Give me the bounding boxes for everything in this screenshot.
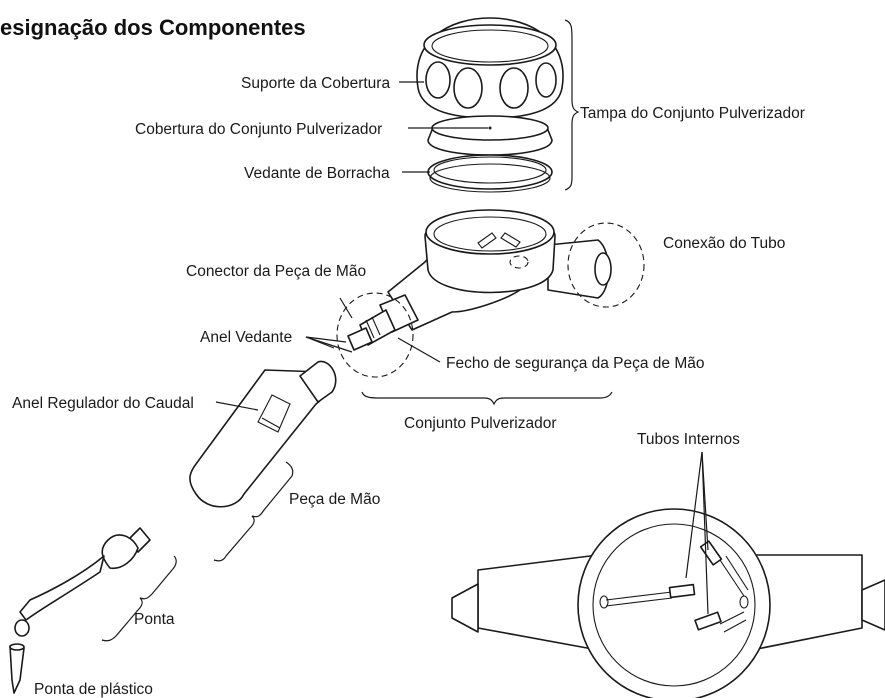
label-anel-regulador: Anel Regulador do Caudal xyxy=(12,395,194,412)
label-peca-de-mao: Peça de Mão xyxy=(289,491,380,508)
handpiece-part xyxy=(189,360,337,508)
tube-connection-highlight xyxy=(567,222,645,308)
tip-part xyxy=(14,527,151,637)
handpiece-connector-highlight xyxy=(336,292,414,378)
label-ponta: Ponta xyxy=(134,611,175,628)
label-conjunto-pulverizador: Conjunto Pulverizador xyxy=(404,415,557,432)
leader-lines xyxy=(101,19,709,642)
internal-tubes-view xyxy=(451,508,885,698)
label-fecho-seguranca: Fecho de segurança da Peça de Mão xyxy=(446,355,705,372)
label-conector-peca: Conector da Peça de Mão xyxy=(186,263,366,280)
page-title: esignação dos Componentes xyxy=(0,15,306,40)
label-tampa-conjunto: Tampa do Conjunto Pulverizador xyxy=(580,105,805,122)
label-suporte-cobertura: Suporte da Cobertura xyxy=(241,75,390,92)
label-vedante-borracha: Vedante de Borracha xyxy=(244,165,390,182)
cover-support-part xyxy=(416,17,564,119)
label-cobertura-conjunto: Cobertura do Conjunto Pulverizador xyxy=(135,121,382,138)
label-anel-vedante: Anel Vedante xyxy=(200,329,292,346)
sprayer-cover-part xyxy=(427,115,553,156)
label-conexao-tubo: Conexão do Tubo xyxy=(663,235,785,252)
label-ponta-plastico: Ponta de plástico xyxy=(34,681,153,698)
plastic-tip-part xyxy=(9,643,25,694)
rubber-seal-part xyxy=(427,154,553,193)
sprayer-body-part xyxy=(347,209,612,351)
label-tubos-internos: Tubos Internos xyxy=(637,431,740,448)
